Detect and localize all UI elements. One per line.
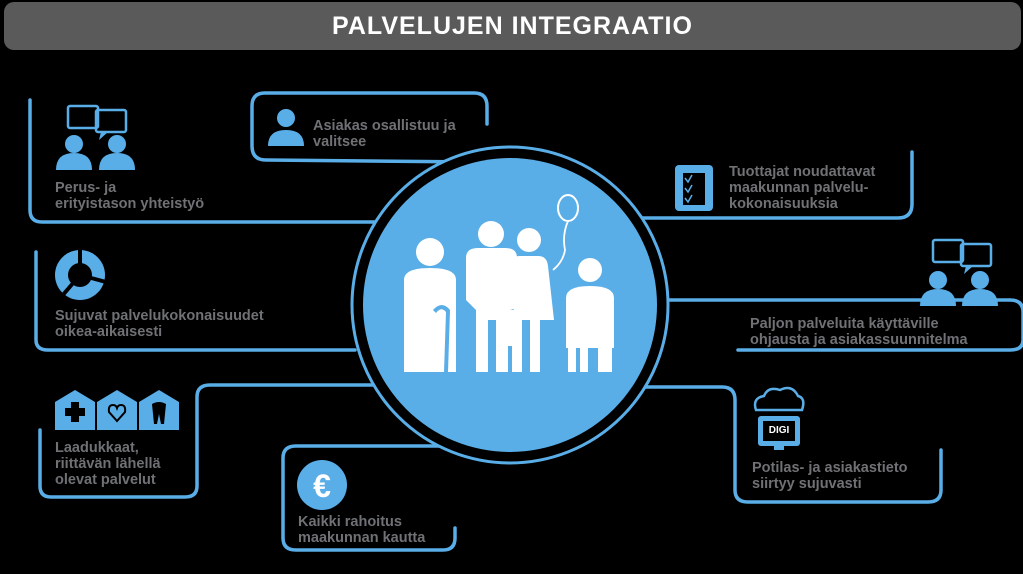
- digi-label: DIGI: [768, 425, 790, 436]
- connector-kaikki: [281, 426, 457, 552]
- connector-paljon: [643, 298, 1023, 352]
- label-paljon: Paljon palveluita käyttäville ohjausta j…: [750, 316, 968, 348]
- connector-sujuvat: [34, 250, 357, 352]
- digi-cloud-icon: [753, 386, 805, 450]
- people-chat-icon: [920, 238, 998, 306]
- euro-icon: €: [297, 460, 347, 510]
- connector-perus: [28, 98, 382, 224]
- svg-text:€: €: [313, 468, 331, 504]
- page-title: PALVELUJEN INTEGRAATIO: [4, 2, 1021, 50]
- cycle-icon: [55, 248, 107, 300]
- label-sujuvat: Sujuvat palvelukokonaisuudet oikea-aikai…: [55, 308, 264, 340]
- service-houses-icon: [55, 390, 179, 430]
- label-kaikki: Kaikki rahoitus maakunnan kautta: [298, 514, 426, 546]
- label-potilas: Potilas- ja asiakastieto siirtyy sujuvas…: [752, 460, 908, 492]
- doctors-chat-icon: [56, 104, 135, 170]
- label-perus: Perus- ja erityistason yhteistyö: [55, 180, 205, 212]
- connector-laadukkaat: [38, 383, 382, 499]
- label-asiakas: Asiakas osallistuu ja valitsee: [313, 118, 456, 150]
- label-laadukkaat: Laadukkaat, riittävän lähellä olevat pal…: [55, 440, 161, 488]
- checklist-icon: [675, 165, 713, 211]
- connector-potilas: [638, 385, 943, 504]
- family-icon: [404, 194, 614, 372]
- person-icon: [268, 109, 304, 146]
- label-tuottajat: Tuottajat noudattavat maakunnan palvelu-…: [729, 164, 876, 212]
- connector-tuottajat: [638, 150, 914, 220]
